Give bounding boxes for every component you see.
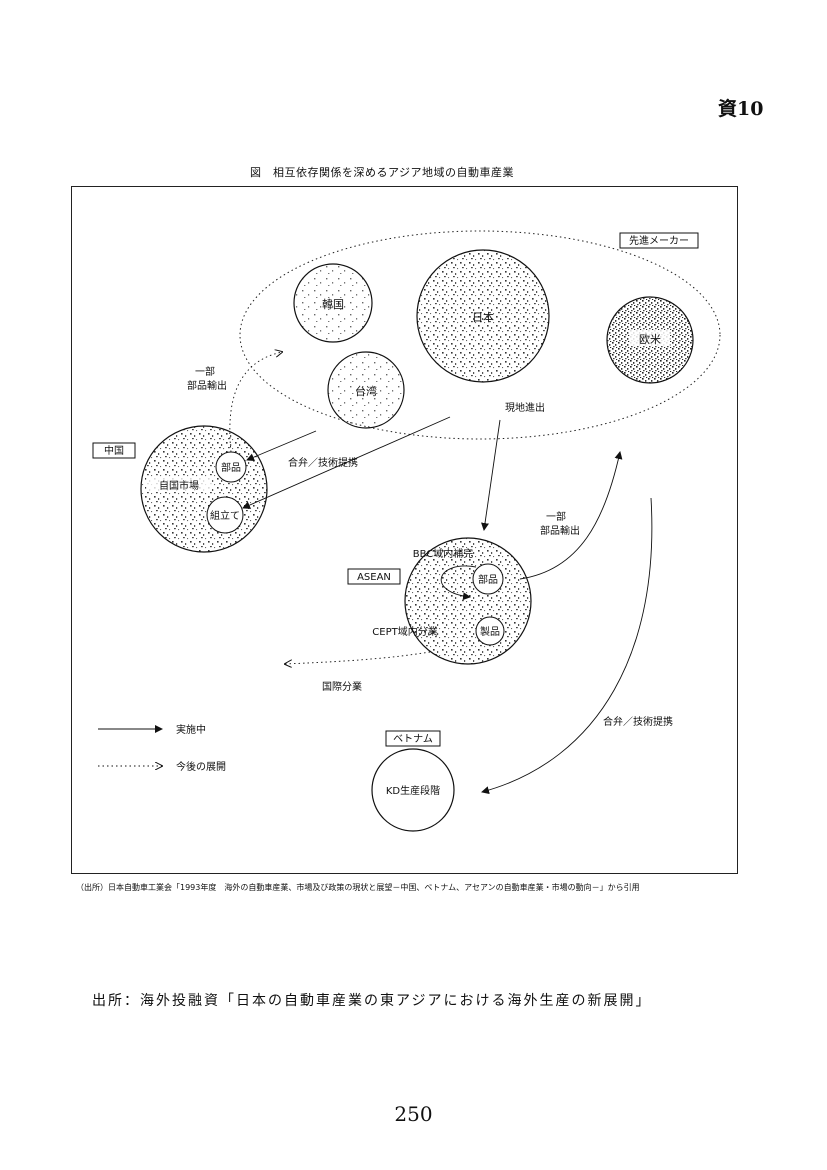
flow-intl-division	[285, 651, 431, 664]
cept-label: CEPT域内分業	[372, 625, 437, 638]
jv-tech-vietnam-label: 合弁／技術提携	[603, 715, 673, 728]
asean-parts-label: 部品	[478, 573, 498, 586]
asean-region-label: ASEAN	[357, 572, 391, 583]
bbc-label: BBC域内補完	[413, 547, 474, 560]
flow-local-entry	[481, 419, 501, 531]
partial-export-china-line2: 部品輸出	[187, 379, 227, 392]
node-taiwan: 台湾	[327, 351, 405, 429]
node-korea: 韓国	[293, 263, 373, 343]
legend-implemented: 実施中	[176, 723, 206, 736]
page-number: 250	[394, 1102, 433, 1126]
legend-future: 今後の展開	[176, 760, 226, 773]
flow-asean-partial-export	[519, 451, 623, 580]
node-asean: 部品 製品	[404, 537, 532, 665]
legend: 実施中 今後の展開	[98, 723, 226, 773]
china-region-label: 中国	[104, 444, 124, 457]
node-vietnam: KD生産段階	[371, 748, 455, 832]
node-western: 欧米	[606, 296, 694, 384]
tag-advanced-makers: 先進メーカー	[619, 232, 699, 249]
node-japan: 日本	[416, 249, 550, 383]
china-parts-label: 部品	[221, 461, 241, 474]
figure-title: 図 相互依存関係を深めるアジア地域の自動車産業	[250, 166, 515, 179]
vietnam-region-label: ベトナム	[393, 733, 433, 745]
source-note: （出所）日本自動車工業会「1993年度 海外の自動車産業、市場及び政策の現状と展…	[76, 883, 640, 892]
advanced-makers-label: 先進メーカー	[629, 235, 689, 247]
figure-frame	[71, 186, 738, 874]
flow-jv-vietnam	[481, 497, 653, 795]
vietnam-kd-label: KD生産段階	[386, 784, 440, 797]
page-label: 資10	[718, 98, 764, 120]
china-assembly-label: 組立て	[210, 509, 240, 522]
asean-products-label: 製品	[480, 625, 500, 638]
western-label: 欧米	[639, 333, 661, 346]
flow-jv-china-parts	[246, 430, 317, 461]
advanced-region-ellipse	[239, 230, 721, 440]
tag-china: 中国	[92, 442, 136, 459]
local-entry-label: 現地進出	[505, 401, 545, 414]
china-market-label: 自国市場	[159, 479, 199, 492]
partial-export-asean-line1: 一部	[546, 510, 566, 523]
tag-asean: ASEAN	[347, 568, 401, 585]
caption: 出所：海外投融資「日本の自動車産業の東アジアにおける海外生産の新展開」	[92, 993, 652, 1009]
node-china: 部品 自国市場 組立て	[140, 425, 268, 553]
japan-label: 日本	[472, 310, 494, 324]
intl-division-label: 国際分業	[322, 680, 362, 693]
tag-vietnam: ベトナム	[385, 730, 441, 747]
partial-export-china-line1: 一部	[195, 365, 215, 378]
taiwan-label: 台湾	[355, 384, 377, 398]
jv-tech-china-label: 合弁／技術提携	[288, 456, 358, 469]
partial-export-asean-line2: 部品輸出	[540, 524, 580, 537]
flow-jv-china-assembly	[242, 416, 451, 509]
korea-label: 韓国	[322, 298, 344, 311]
